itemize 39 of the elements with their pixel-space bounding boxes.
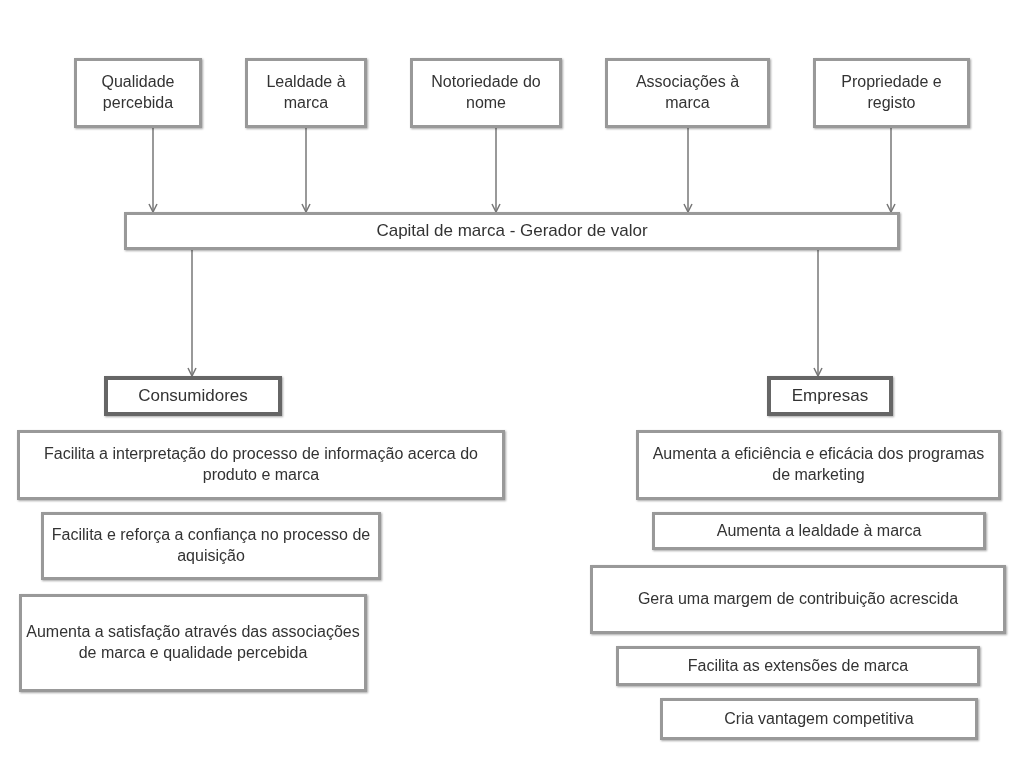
arrow <box>683 127 693 213</box>
group-header-box <box>767 376 893 416</box>
text-box <box>616 646 980 686</box>
box-label: Capital de marca - Gerador de valor <box>376 219 648 242</box>
box-label: Empresas <box>791 384 869 407</box>
box-label: Aumenta a satisfação através das associações de marca e qualidade percebida <box>26 622 360 663</box>
text-box <box>813 58 970 128</box>
box-label: Associações à marca <box>634 72 741 113</box>
arrow <box>886 127 896 213</box>
box-label: Gera uma margem de contribuição acrescida <box>637 589 959 610</box>
text-box <box>652 512 986 550</box>
box-label: Cria vantagem competitiva <box>724 708 914 729</box>
arrow <box>813 249 823 377</box>
box-label: Consumidores <box>138 384 248 407</box>
text-box <box>636 430 1001 500</box>
text-box <box>74 58 202 128</box>
text-box <box>17 430 505 500</box>
text-box <box>410 58 562 128</box>
arrow <box>148 127 158 213</box>
box-label: Facilita as extensões de marca <box>687 655 909 676</box>
box-label: Aumenta a eficiência e eficácia dos programas de marketing <box>651 444 986 485</box>
arrow <box>187 249 197 377</box>
box-label: Facilita e reforça a confiança no processo de aquisição <box>50 525 372 566</box>
box-label: Aumenta a lealdade à marca <box>716 520 922 541</box>
box-label: Lealdade à marca <box>265 72 347 113</box>
box-label: Propriedade e registo <box>840 72 943 113</box>
text-box <box>124 212 900 250</box>
text-box <box>19 594 367 692</box>
text-box <box>590 565 1006 634</box>
arrow <box>301 127 311 213</box>
box-label: Facilita a interpretação do processo de informação acerca do produto e marca <box>43 444 479 485</box>
arrow <box>491 127 501 213</box>
text-box <box>605 58 770 128</box>
text-box <box>41 512 381 580</box>
box-label: Notoriedade do nome <box>430 72 542 113</box>
text-box <box>660 698 978 740</box>
group-header-box <box>104 376 282 416</box>
text-box <box>245 58 367 128</box>
box-label: Qualidade percebida <box>100 72 176 113</box>
